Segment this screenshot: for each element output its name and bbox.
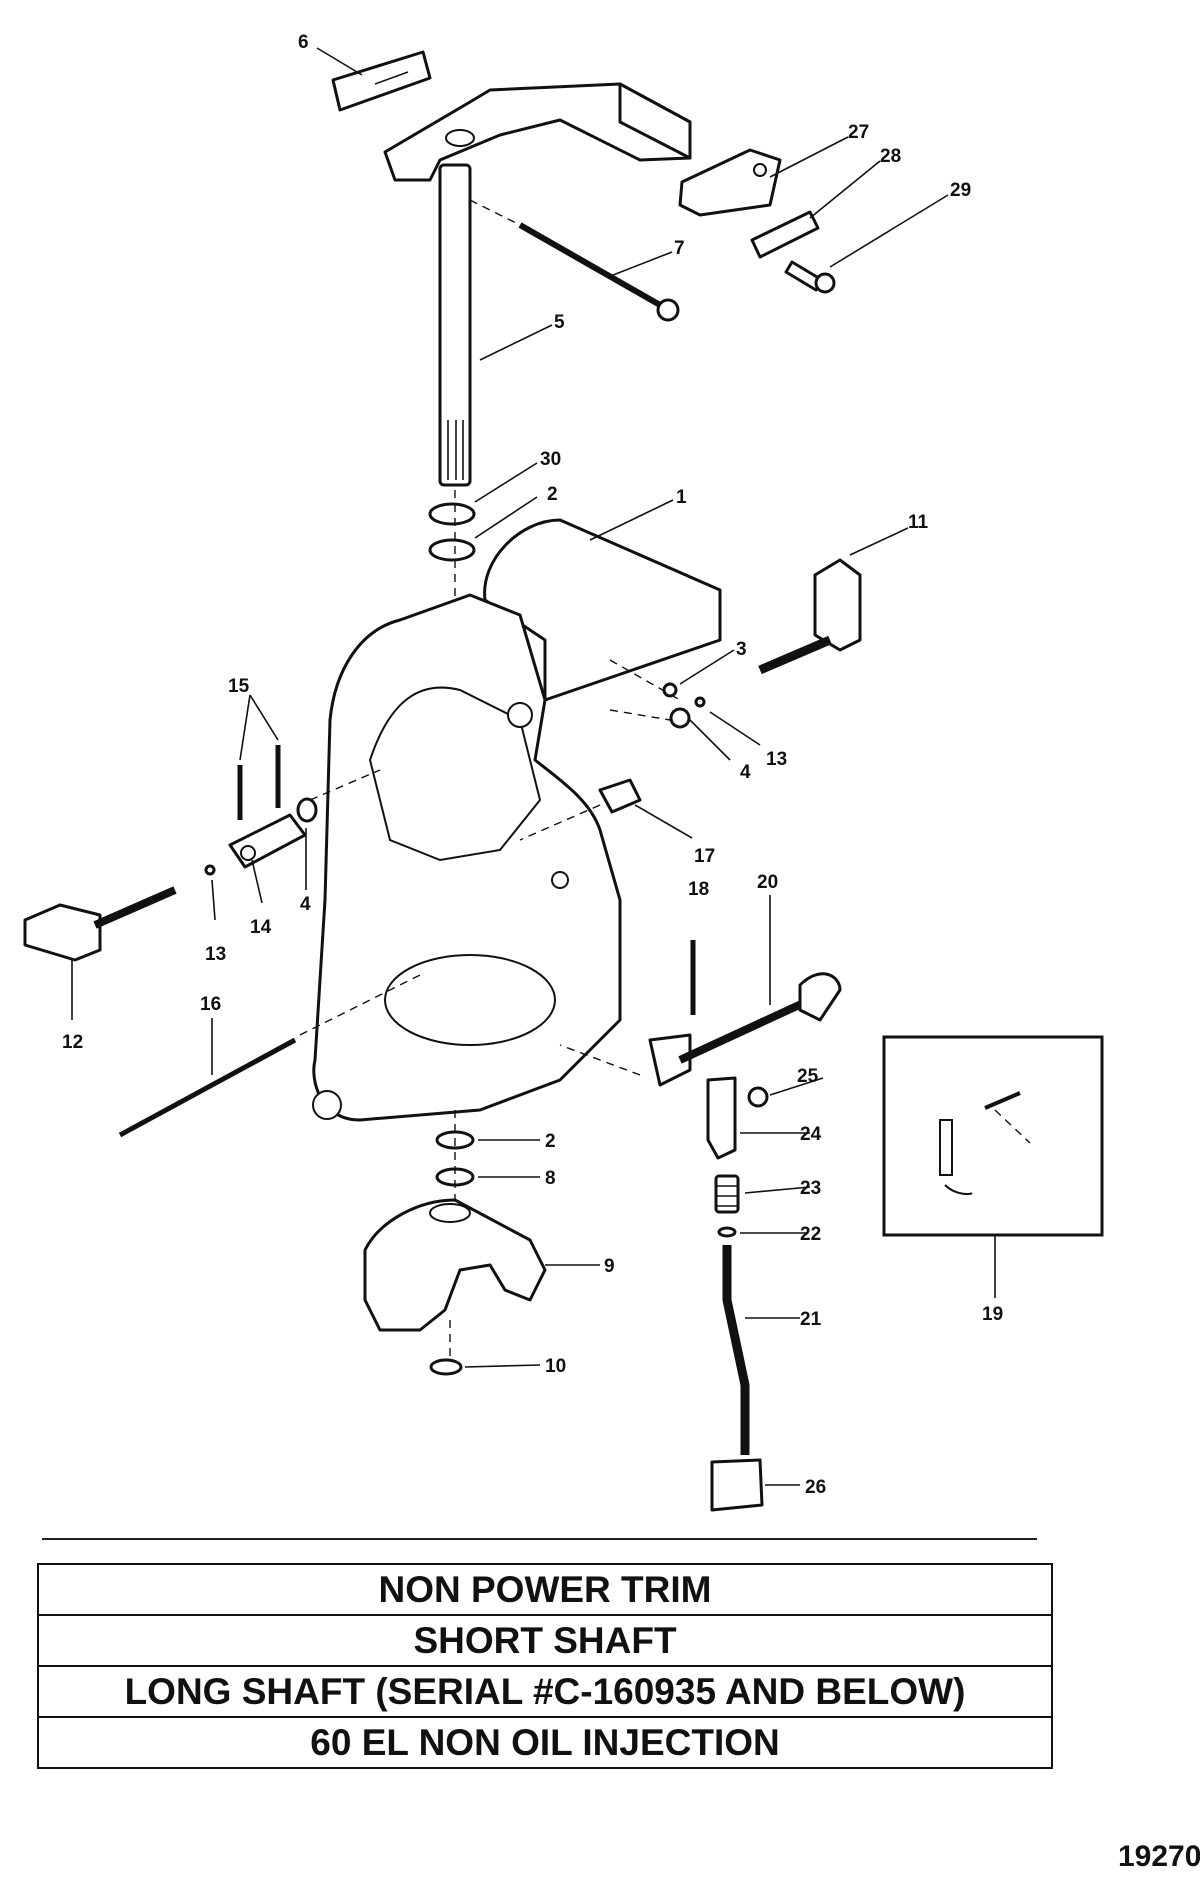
part-1-swivel-bracket	[312, 518, 722, 1122]
part-20-tilt-shaft	[559, 972, 842, 1087]
title-row: 60 EL NON OIL INJECTION	[37, 1716, 1053, 1769]
callout-2-upper: 2	[547, 484, 558, 505]
callout-21: 21	[800, 1309, 822, 1330]
callout-25: 25	[797, 1066, 819, 1087]
part-7-through-bolt	[469, 199, 680, 322]
callout-3: 3	[736, 639, 747, 660]
drawing-number: 19270	[1118, 1840, 1200, 1873]
title-row: LONG SHAFT (SERIAL #C-160935 AND BELOW)	[37, 1665, 1053, 1718]
part-6-plate	[331, 50, 432, 112]
callout-6: 6	[298, 32, 309, 53]
part-17-bushing	[519, 778, 642, 841]
part-14-lock-bar	[228, 813, 307, 869]
callout-2-lower: 2	[545, 1131, 556, 1152]
callout-12: 12	[62, 1032, 83, 1053]
callout-30: 30	[540, 449, 561, 470]
callout-23: 23	[800, 1178, 821, 1199]
part-2-ring-upper	[428, 538, 476, 562]
part-27-bracket	[678, 148, 782, 217]
callout-13-left: 13	[205, 944, 226, 965]
title-row: SHORT SHAFT	[37, 1614, 1053, 1667]
part-21-rod	[722, 1245, 750, 1455]
part-12-pin-bracket	[23, 886, 177, 962]
part-19-kit-inset	[882, 1035, 1104, 1298]
separator-rule	[42, 1538, 1037, 1540]
callout-9: 9	[604, 1256, 615, 1277]
part-29-screw	[784, 260, 836, 294]
callout-17: 17	[694, 846, 715, 867]
part-9-lower-bracket	[363, 1198, 547, 1332]
part-15-cotter-pins	[237, 745, 281, 820]
steering-arm	[383, 82, 692, 182]
callout-16: 16	[200, 994, 221, 1015]
part-23-spring	[714, 1174, 740, 1214]
part-13-ring-left	[204, 864, 216, 876]
callout-7: 7	[674, 238, 685, 259]
part-30-ring	[428, 502, 476, 526]
title-row: NON POWER TRIM	[37, 1563, 1053, 1616]
part-4-washer-left	[296, 797, 318, 823]
part-3-nut	[662, 682, 678, 698]
part-11-pin-bracket	[758, 558, 862, 675]
callout-22: 22	[800, 1224, 821, 1245]
part-10-ring	[429, 1358, 463, 1376]
part-25-nut	[747, 1086, 769, 1108]
callout-28: 28	[880, 146, 901, 167]
callout-labels: 6 27 28 29 7 5 30 2 1 11 3 13 4 15 4 14 …	[62, 32, 1003, 1498]
callout-24: 24	[800, 1124, 822, 1145]
part-28-clip	[750, 210, 820, 259]
title-row-3: LONG SHAFT (SERIAL #C-160935 AND BELOW)	[37, 1665, 1053, 1718]
callout-4-left: 4	[300, 894, 311, 915]
part-16-rod	[118, 974, 421, 1138]
part-24-link	[706, 1076, 737, 1160]
callout-18: 18	[688, 879, 709, 900]
callout-19: 19	[982, 1304, 1003, 1325]
title-row-4: 60 EL NON OIL INJECTION	[37, 1716, 1053, 1769]
callout-14: 14	[250, 917, 272, 938]
callout-11: 11	[908, 512, 929, 533]
exploded-parts-diagram: 6 27 28 29 7 5 30 2 1 11 3 13 4 15 4 14 …	[23, 32, 1104, 1512]
part-13-ring-right	[694, 696, 706, 708]
callout-4-right: 4	[740, 762, 751, 783]
callout-15: 15	[228, 676, 250, 697]
callout-1: 1	[676, 487, 687, 508]
callout-27: 27	[848, 122, 869, 143]
part-4-washer-right	[669, 707, 691, 729]
callout-29: 29	[950, 180, 971, 201]
title-row-2: SHORT SHAFT	[37, 1614, 1053, 1667]
callout-8: 8	[545, 1168, 556, 1189]
part-5-steering-shaft	[438, 163, 472, 487]
part-22-washer	[717, 1226, 737, 1238]
callout-20: 20	[757, 872, 778, 893]
callout-10: 10	[545, 1356, 566, 1377]
callout-26: 26	[805, 1477, 826, 1498]
part-26-knob	[710, 1458, 764, 1512]
callout-5: 5	[554, 312, 565, 333]
title-block: NON POWER TRIM SHORT SHAFT LONG SHAFT (S…	[37, 1563, 1053, 1769]
leader-lines	[71, 47, 949, 1486]
callout-13-right: 13	[766, 749, 787, 770]
title-row-1: NON POWER TRIM	[37, 1563, 1053, 1616]
